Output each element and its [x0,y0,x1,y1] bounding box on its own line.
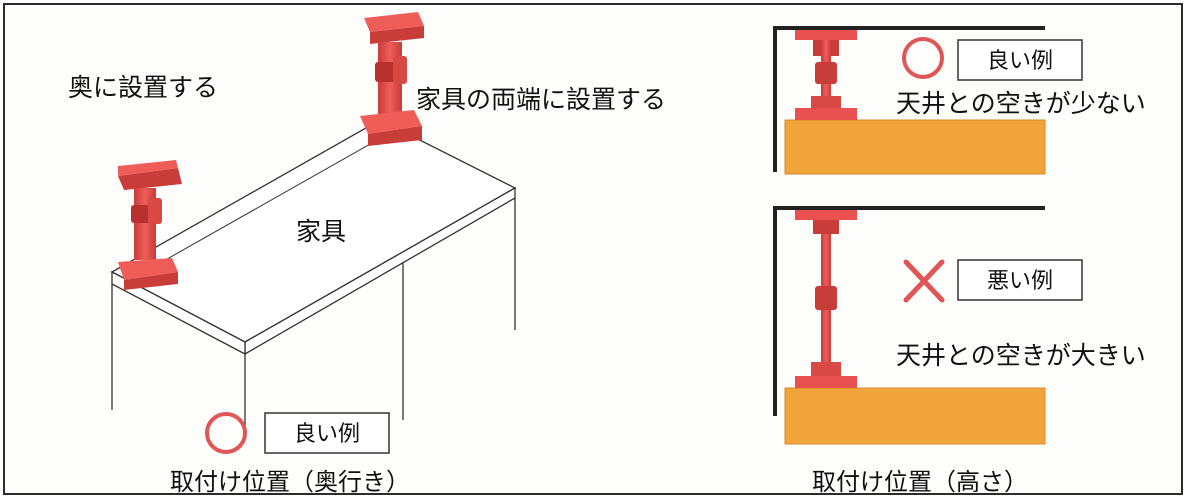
furniture-inner-line [129,129,396,281]
good-badge-box [264,412,390,454]
good-circle-icon [205,412,247,454]
label-back: 奥に設置する [68,73,218,102]
good-badge-label: 良い例 [294,422,360,447]
label-furniture: 家具 [296,217,346,246]
bad-note: 天井との空きが大きい [896,341,1146,370]
caption-depth: 取付け位置（奥行き） [170,468,410,496]
height-bad-example [773,206,1046,445]
good-note: 天井との空きが少ない [896,89,1146,118]
good-circle-icon [902,37,944,79]
furniture-block [784,387,1046,445]
bad-badge-box [957,259,1083,301]
label-both-ends: 家具の両端に設置する [416,85,666,114]
good-badge-label: 良い例 [987,49,1053,74]
good-badge-box [957,39,1083,81]
furniture-block [784,119,1046,175]
tension-pole-right [360,12,424,146]
tension-pole-left [118,160,182,290]
caption-height: 取付け位置（高さ） [812,468,1028,496]
bad-cross-icon [903,259,945,303]
height-good-example [773,26,1046,175]
bad-badge-label: 悪い例 [987,269,1053,294]
furniture-isometric [110,119,517,430]
